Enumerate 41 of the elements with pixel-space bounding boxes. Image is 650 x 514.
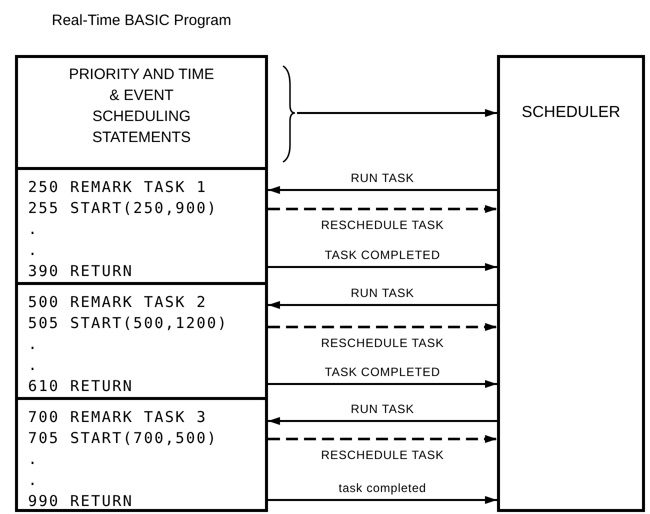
arrow	[268, 186, 497, 194]
arrow	[268, 205, 497, 213]
ellipsis-dot: .	[28, 450, 39, 468]
arrow	[268, 417, 497, 425]
ellipsis-dot: .	[28, 220, 39, 238]
statement-label: PRIORITY AND TIME & EVENT SCHEDULING STATEMENTS	[68, 65, 216, 148]
task-box	[15, 282, 268, 400]
scheduler-label: SCHEDULER	[520, 103, 622, 123]
arrow	[297, 109, 497, 117]
ellipsis-dot: .	[28, 471, 39, 489]
edge-label: TASK COMPLETED	[322, 365, 442, 379]
arrow	[268, 263, 497, 271]
code-line: 250 REMARK TASK 1	[28, 178, 208, 196]
ellipsis-dot: .	[28, 356, 39, 374]
ellipsis-dot: .	[28, 241, 39, 259]
code-line: 255 START(250,900)	[28, 199, 218, 217]
code-line: 610 RETURN	[28, 377, 134, 395]
ellipsis-dot: .	[28, 335, 39, 353]
arrow	[268, 496, 497, 504]
edge-label: RUN TASK	[348, 171, 416, 185]
edge-label: RESCHEDULE TASK	[318, 448, 446, 462]
arrow	[268, 380, 497, 388]
task-box	[15, 167, 268, 285]
code-line: 505 START(500,1200)	[28, 314, 228, 332]
edge-label: RESCHEDULE TASK	[318, 218, 446, 232]
arrow	[268, 301, 497, 309]
task-box	[15, 397, 268, 512]
code-line: 500 REMARK TASK 2	[28, 293, 208, 311]
arrow	[268, 435, 497, 443]
statement-box	[15, 55, 268, 170]
scheduler-box	[497, 55, 645, 512]
program-heading: Real-Time BASIC Program	[50, 11, 232, 30]
edge-label: RESCHEDULE TASK	[318, 336, 446, 350]
edge-label: RUN TASK	[348, 402, 416, 416]
edge-label: RUN TASK	[348, 286, 416, 300]
code-line: 700 REMARK TASK 3	[28, 408, 208, 426]
code-line: 390 RETURN	[28, 262, 134, 280]
arrow	[268, 323, 497, 331]
edge-label: TASK COMPLETED	[322, 248, 442, 262]
code-line: 705 START(700,500)	[28, 429, 218, 447]
code-line: 990 RETURN	[28, 492, 134, 510]
